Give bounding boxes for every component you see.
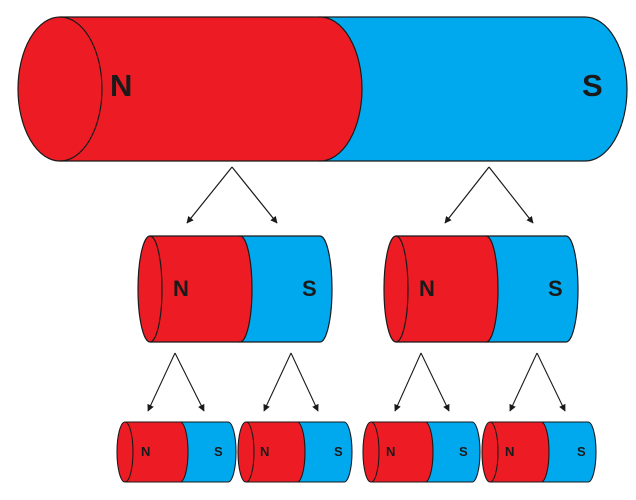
magnet-north-label: N (260, 444, 269, 459)
magnet-north-half (481, 421, 550, 483)
small-magnet: N S (237, 421, 353, 483)
magnet-south-half (239, 235, 333, 343)
magnet-south-half (296, 421, 353, 483)
medium-magnet: N S (137, 235, 333, 343)
magnet-north-half (137, 235, 253, 343)
magnet-north-half (237, 421, 306, 483)
magnet-south-label: S (577, 444, 586, 459)
large-magnet-north-label: N (110, 68, 132, 103)
medium-magnet: N S (383, 235, 579, 343)
split-arrow (186, 166, 233, 224)
split-arrow (147, 352, 176, 412)
magnet-north-label: N (505, 444, 514, 459)
magnet-south-label: S (334, 444, 343, 459)
magnet-south-half (179, 421, 237, 483)
magnet-end-face (395, 235, 409, 343)
magnet-south-label: S (548, 276, 563, 301)
split-arrow (536, 352, 566, 412)
magnet-end-face (124, 421, 134, 483)
large-magnet-south-half (319, 16, 628, 162)
magnet-north-label: N (173, 276, 189, 301)
magnet-south-half (424, 421, 481, 483)
split-arrow (231, 166, 278, 224)
magnet-end-face (370, 421, 380, 483)
split-arrow (174, 352, 205, 412)
split-arrow (420, 352, 450, 412)
magnet-south-label: S (302, 276, 317, 301)
magnet-south-half (540, 421, 597, 483)
magnet-south-label: S (214, 444, 223, 459)
split-arrow (290, 352, 319, 412)
magnet-north-label: N (419, 276, 435, 301)
small-magnet: N S (362, 421, 481, 483)
split-arrow (394, 352, 422, 412)
magnet-south-label: S (459, 444, 468, 459)
magnet-end-face (149, 235, 163, 343)
magnet-end-face (245, 421, 255, 483)
magnet-north-half (383, 235, 499, 343)
split-arrow (263, 352, 292, 412)
magnet-north-label: N (141, 444, 150, 459)
small-magnet: N S (481, 421, 597, 483)
large-magnet: N S (17, 16, 628, 162)
large-magnet-north-half (17, 16, 363, 162)
split-arrow (444, 166, 490, 224)
split-arrow (488, 166, 534, 224)
magnet-end-face (489, 421, 499, 483)
large-magnet-end-face (59, 16, 103, 162)
small-magnet: N S (116, 421, 237, 483)
large-magnet-south-label: S (582, 68, 603, 103)
magnet-south-half (485, 235, 579, 343)
magnet-north-label: N (386, 444, 395, 459)
magnet-north-half (116, 421, 189, 483)
magnet-north-half (362, 421, 434, 483)
split-arrow (509, 352, 538, 412)
